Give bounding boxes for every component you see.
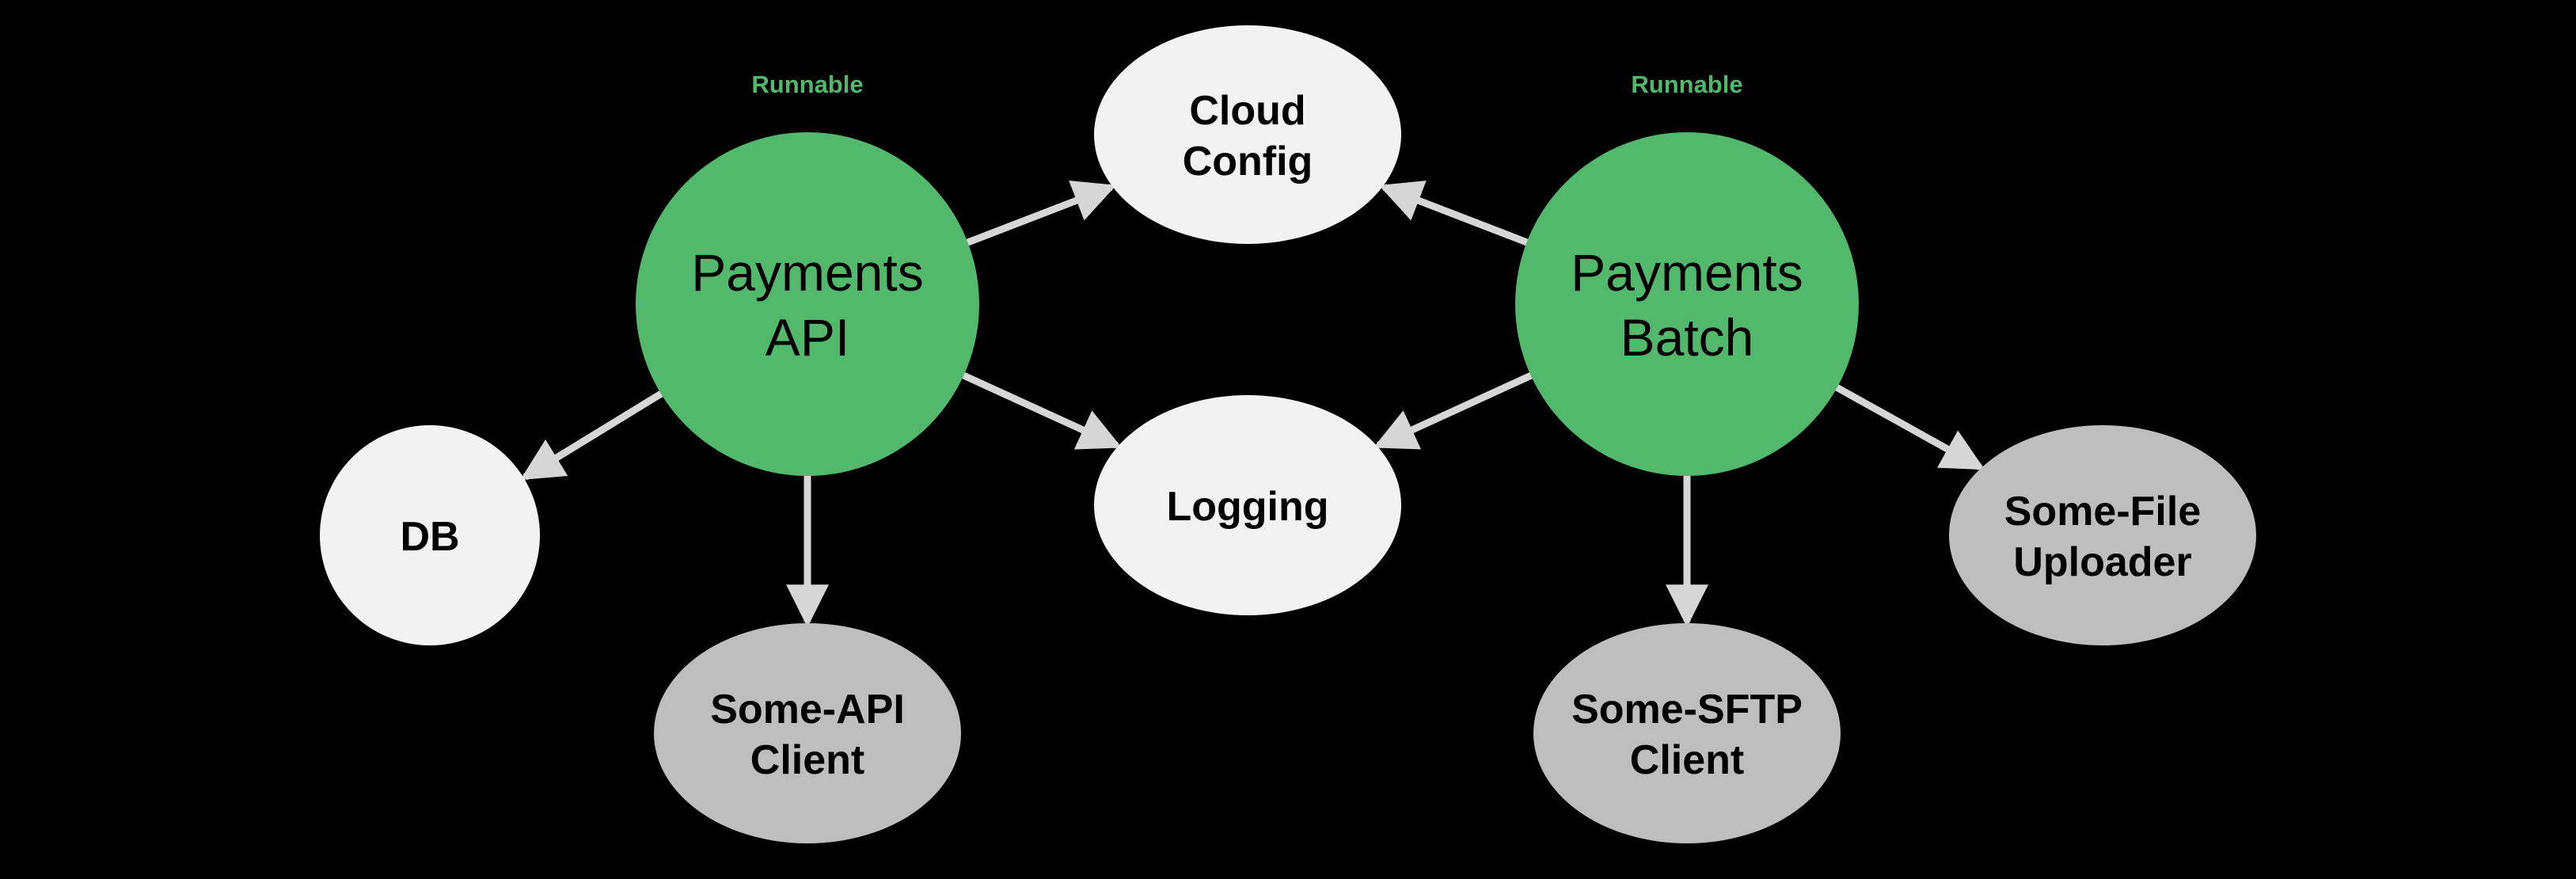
some-api-client-label-line-1: Some-API bbox=[710, 687, 905, 732]
node-db[interactable]: DB bbox=[320, 425, 540, 645]
some-sftp-client-shape[interactable] bbox=[1533, 623, 1841, 843]
edges-layer bbox=[520, 181, 1985, 628]
payments-api-runnable-tag: Runnable bbox=[751, 70, 863, 98]
some-api-client-shape[interactable] bbox=[654, 623, 961, 843]
some-sftp-client-label-line-1: Some-SFTP bbox=[1571, 687, 1803, 732]
logging-label-line-1: Logging bbox=[1166, 484, 1328, 530]
node-some-api-client[interactable]: Some-API Client bbox=[654, 623, 961, 843]
node-logging[interactable]: Logging bbox=[1094, 395, 1401, 615]
payments-batch-label-line-2: Batch bbox=[1620, 308, 1754, 367]
db-label-line-1: DB bbox=[400, 514, 459, 560]
payments-api-label-line-1: Payments bbox=[691, 243, 923, 302]
payments-batch-label-line-1: Payments bbox=[1571, 243, 1803, 302]
edge-arrow-payments-api-to-db bbox=[520, 390, 664, 481]
edge-arrow-payments-batch-to-some-file-uploader bbox=[1833, 383, 1985, 470]
edge-arrow-payments-batch-to-logging bbox=[1373, 371, 1534, 450]
db-shape[interactable] bbox=[320, 425, 540, 645]
payments-batch-runnable-tag: Runnable bbox=[1631, 70, 1742, 98]
cloud-config-label-line-2: Config bbox=[1183, 139, 1313, 185]
node-some-sftp-client[interactable]: Some-SFTP Client bbox=[1533, 623, 1841, 843]
cloud-config-shape[interactable] bbox=[1094, 25, 1401, 244]
edge-arrow-payments-batch-to-cloud-config bbox=[1378, 181, 1530, 246]
logging-shape[interactable] bbox=[1094, 395, 1401, 615]
some-file-uploader-label-line-2: Uploader bbox=[2013, 539, 2191, 585]
some-file-uploader-label-line-1: Some-File bbox=[2004, 489, 2202, 535]
edge-arrow-payments-api-to-cloud-config bbox=[965, 181, 1117, 246]
some-api-client-label-line-2: Client bbox=[750, 737, 864, 783]
edge-arrow-payments-api-to-logging bbox=[960, 371, 1123, 450]
payments-api-label-line-2: API bbox=[766, 308, 849, 367]
payments-api-shape[interactable] bbox=[636, 132, 979, 476]
some-file-uploader-shape[interactable] bbox=[1949, 425, 2256, 645]
payments-batch-shape[interactable] bbox=[1515, 132, 1859, 476]
cloud-config-label-line-1: Cloud bbox=[1189, 88, 1305, 134]
some-sftp-client-label-line-2: Client bbox=[1630, 737, 1744, 783]
